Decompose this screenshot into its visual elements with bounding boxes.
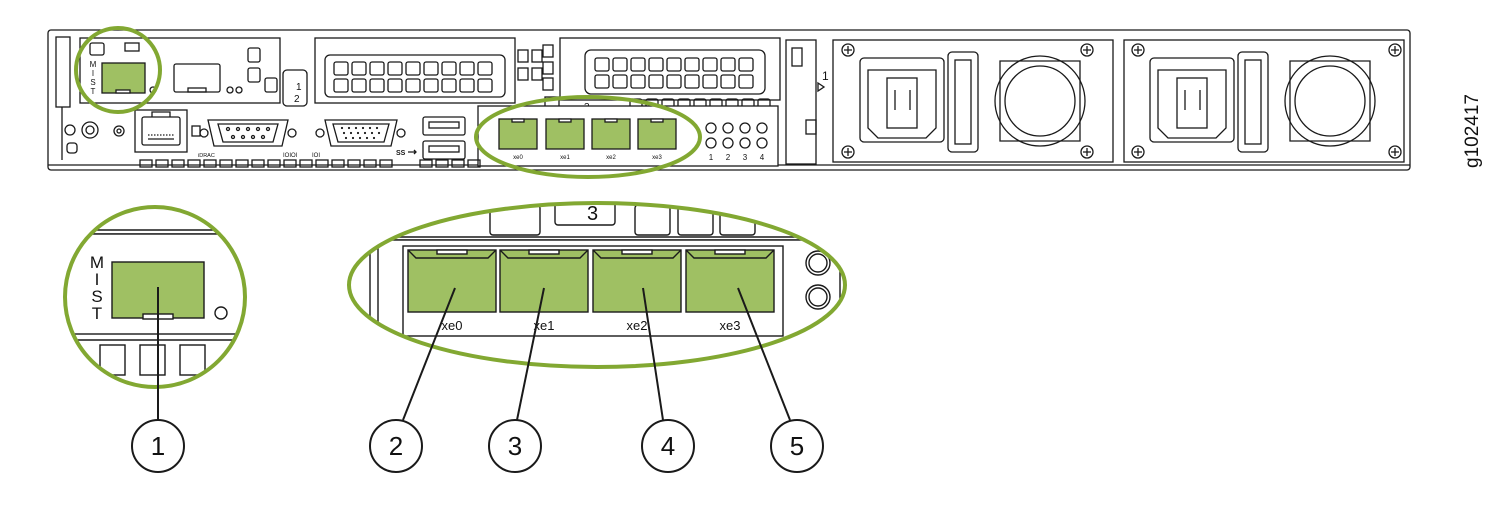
pcie-grille-2: [594, 57, 754, 89]
svg-text:xe3: xe3: [652, 155, 662, 161]
svg-text:xe3: xe3: [720, 318, 741, 333]
psu-2: [1123, 39, 1405, 163]
svg-text:xe2: xe2: [627, 318, 648, 333]
svg-text:I: I: [95, 270, 100, 289]
small-ports-1-4: [705, 122, 768, 149]
svg-text:3: 3: [508, 431, 522, 461]
server-chassis-rear: M I S T 1 2: [47, 29, 1411, 171]
mist-detail-letters: M I S T: [90, 253, 104, 323]
svg-text:IOIOI: IOIOI: [283, 153, 298, 159]
rj45-port-icon: [134, 109, 188, 153]
svg-text:T: T: [92, 304, 102, 323]
db9-serial-icon: [199, 119, 297, 147]
mist-highlight-circle: [74, 26, 162, 114]
xe2-port: [592, 249, 682, 313]
xe0-port: [407, 249, 497, 313]
svg-text:xe0: xe0: [513, 155, 523, 161]
svg-text:1: 1: [822, 69, 829, 83]
callout-markers: 1 2 3 4 5: [131, 419, 824, 473]
svg-text:1: 1: [151, 431, 165, 461]
leader-lines: [157, 287, 791, 421]
xe-ports-detail-callout: xe0 xe1 xe2 xe3 3: [347, 201, 847, 369]
svg-text:xe2: xe2: [606, 155, 616, 161]
xe-port-detail-labels: xe0 xe1 xe2 xe3: [442, 318, 741, 333]
svg-text:2: 2: [726, 153, 731, 162]
fan-icon: [994, 55, 1086, 147]
mist-label-vertical: M I S T: [90, 60, 97, 96]
svg-text:I: I: [92, 69, 94, 78]
svg-text:T: T: [91, 87, 96, 96]
bottom-vent-row: [139, 159, 481, 168]
svg-text:M: M: [90, 253, 104, 272]
fan-icon: [1284, 55, 1376, 147]
xe-ports-highlight-ellipse: [474, 95, 702, 179]
svg-text:SS: SS: [396, 150, 406, 157]
svg-text:1: 1: [296, 82, 302, 93]
svg-text:2: 2: [294, 94, 300, 105]
slot-number-detail: 3: [587, 203, 598, 225]
svg-text:4: 4: [760, 153, 765, 162]
callout-5: 5: [770, 419, 824, 473]
mist-port: [101, 62, 146, 94]
svg-text:xe1: xe1: [560, 155, 570, 161]
xe-port-detail-row: [407, 249, 775, 313]
svg-text:2: 2: [389, 431, 403, 461]
usb-icon: SS: [396, 149, 417, 157]
vga-port-icon: [315, 119, 406, 147]
xe3-port: [685, 249, 775, 313]
usb-ports: [422, 116, 466, 160]
xe1-port: [499, 249, 589, 313]
svg-text:iDRAC: iDRAC: [198, 153, 215, 159]
callout-3: 3: [488, 419, 542, 473]
svg-text:xe0: xe0: [442, 318, 463, 333]
svg-text:4: 4: [661, 431, 675, 461]
power-inlet-icon: [1149, 57, 1235, 143]
svg-text:IOI: IOI: [312, 153, 320, 159]
svg-text:1: 1: [709, 153, 714, 162]
svg-text:M: M: [90, 60, 97, 69]
chassis-xe-ports: [498, 118, 677, 150]
figure-id: g102417: [1462, 94, 1483, 168]
callout-1: 1: [131, 419, 185, 473]
svg-text:5: 5: [790, 431, 804, 461]
callout-2: 2: [369, 419, 423, 473]
svg-text:S: S: [91, 287, 102, 306]
callout-4: 4: [641, 419, 695, 473]
svg-text:S: S: [90, 78, 95, 87]
svg-text:xe1: xe1: [534, 318, 555, 333]
svg-text:3: 3: [743, 153, 748, 162]
power-inlet-icon: [859, 57, 945, 143]
mist-detail-callout: M I S T: [63, 205, 247, 389]
psu-1: [832, 39, 1114, 163]
pcie-grille-1: [333, 61, 493, 93]
